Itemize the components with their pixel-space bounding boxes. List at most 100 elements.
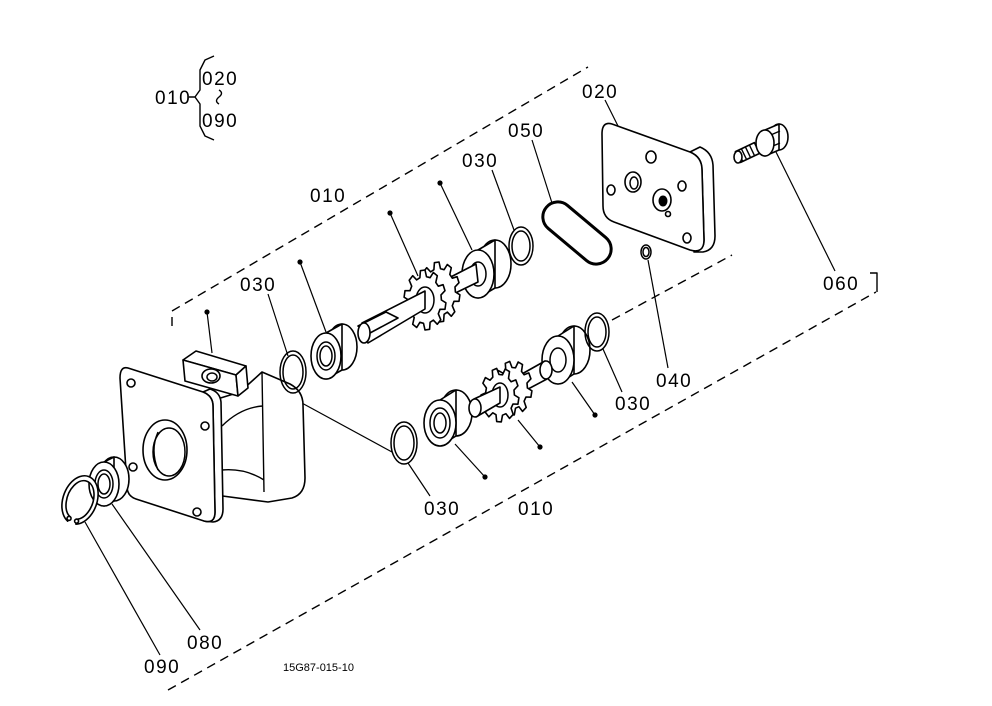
housing-bore-outer <box>142 419 188 481</box>
oring-top-left-outer <box>279 350 307 394</box>
leader-cover <box>604 99 619 127</box>
leader-drive-gear <box>389 212 419 277</box>
leader-lines <box>84 99 836 656</box>
leader-housing-to-bottom-group <box>299 401 393 453</box>
circlip <box>61 474 99 525</box>
cover-plate-hole-bottom <box>682 232 692 244</box>
leader-driven-gear <box>517 419 541 448</box>
assembly-outline-bracket <box>870 272 878 292</box>
oring-top-right <box>508 226 534 266</box>
bolt-head-front <box>755 129 775 157</box>
assembly-outline-right <box>611 254 733 321</box>
bushing-top-left <box>310 323 358 380</box>
label-oring-top-right: 030 <box>462 151 498 172</box>
driven-shaft-left-end <box>468 398 482 418</box>
legend-bracket <box>189 55 215 141</box>
cover-plate-shaft-bore-inner <box>629 176 639 190</box>
flange-hole-bottom-left <box>128 462 138 472</box>
label-bearing: 080 <box>187 633 223 654</box>
label-oring-bottom-right: 030 <box>615 394 651 415</box>
leader-small-oring <box>647 259 669 369</box>
label-oring-bottom-left: 030 <box>424 499 460 520</box>
leader-bushing-bottom-right <box>571 381 596 416</box>
dot-housing <box>204 309 210 315</box>
leader-oring-top-right <box>491 169 515 231</box>
cover-plate-hole-top <box>645 150 657 164</box>
label-top-assembly: 010 <box>310 186 346 207</box>
oring-top-right-outer <box>508 226 534 266</box>
bearing-bore <box>97 473 111 495</box>
driven-shaft-right-end <box>539 360 553 380</box>
leader-bushing-bottom-left <box>454 443 486 478</box>
bushing-bottom-left-front <box>423 399 457 447</box>
leader-bushing-top-right <box>439 182 473 251</box>
cover-plate-nub <box>664 210 672 218</box>
oring-bottom-right-outer <box>584 312 610 352</box>
leader-bearing <box>111 503 201 631</box>
cover-plate-front <box>601 122 705 252</box>
dot-driven-gear <box>537 444 543 450</box>
gasket <box>541 200 613 266</box>
leader-bolt <box>775 151 836 272</box>
small-oring-outer <box>640 244 652 260</box>
label-cover: 020 <box>582 82 618 103</box>
cover-plate-boss-hole <box>658 195 668 207</box>
assembly-outline-bottom <box>167 291 877 691</box>
cover-plate <box>601 122 716 253</box>
leader-gasket <box>531 139 553 204</box>
flange-hole-top-left <box>126 378 136 388</box>
bolt <box>733 123 789 164</box>
bushing-bottom-left <box>423 389 473 447</box>
label-circlip: 090 <box>144 657 180 678</box>
bushing-bottom-right-bore <box>549 347 567 373</box>
leader-oring-bottom-right <box>602 348 623 393</box>
bushing-top-left-front <box>310 332 342 380</box>
assembly-outline-top <box>171 66 589 326</box>
small-oring <box>640 244 652 260</box>
driven-gear-shaft <box>468 360 553 423</box>
bolt-thread <box>736 144 756 162</box>
reference-dots <box>204 180 598 480</box>
bushing-bottom-left-ring <box>429 407 451 439</box>
drawing-number: 15G87-015-10 <box>283 662 354 674</box>
circlip-ear-right <box>73 518 80 524</box>
bushing-top-left-ring <box>316 341 336 371</box>
circlip-ring <box>61 474 99 525</box>
leader-oring-top-left <box>267 293 289 357</box>
flange-hole-bottom-right <box>192 507 202 517</box>
housing-port-thread <box>206 372 218 382</box>
leader-housing <box>206 311 213 354</box>
label-oring-top-left: 030 <box>240 275 276 296</box>
oring-top-left <box>279 350 307 394</box>
small-oring-inner <box>642 246 650 258</box>
bushing-top-left-bore <box>319 345 333 367</box>
legend-assembly-number: 010 <box>155 88 191 109</box>
pump-housing <box>119 350 306 523</box>
housing-bore-shade <box>153 431 159 471</box>
leader-circlip <box>84 521 161 656</box>
oring-bottom-left <box>390 421 418 465</box>
legend-range-start: 020 <box>202 69 238 90</box>
oring-bottom-left-outer <box>390 421 418 465</box>
label-bolt: 060 <box>823 274 859 295</box>
label-gasket: 050 <box>508 121 544 142</box>
oring-bottom-right-inner <box>587 316 607 348</box>
dot-bushing-bottom-right <box>592 412 598 418</box>
cover-plate-hole-left <box>606 184 616 196</box>
bolt-tip <box>733 150 743 164</box>
leader-oring-bottom-left <box>407 462 431 497</box>
label-bottom-assembly: 010 <box>518 499 554 520</box>
dot-bushing-bottom-left <box>482 474 488 480</box>
legend: 010 020 090 <box>155 55 238 141</box>
dot-bushing-top-left <box>297 259 303 265</box>
housing-body-edge <box>221 371 265 493</box>
dot-bushing-top-right <box>437 180 443 186</box>
circlip-ear-left <box>66 515 72 522</box>
oring-top-right-inner <box>511 230 531 262</box>
housing-port-boss-side <box>235 365 249 397</box>
leader-bushing-top-left <box>299 261 327 333</box>
bushing-bottom-left-bore <box>433 412 447 434</box>
oring-bottom-left-inner <box>393 425 415 461</box>
legend-range-squiggle <box>215 89 223 105</box>
